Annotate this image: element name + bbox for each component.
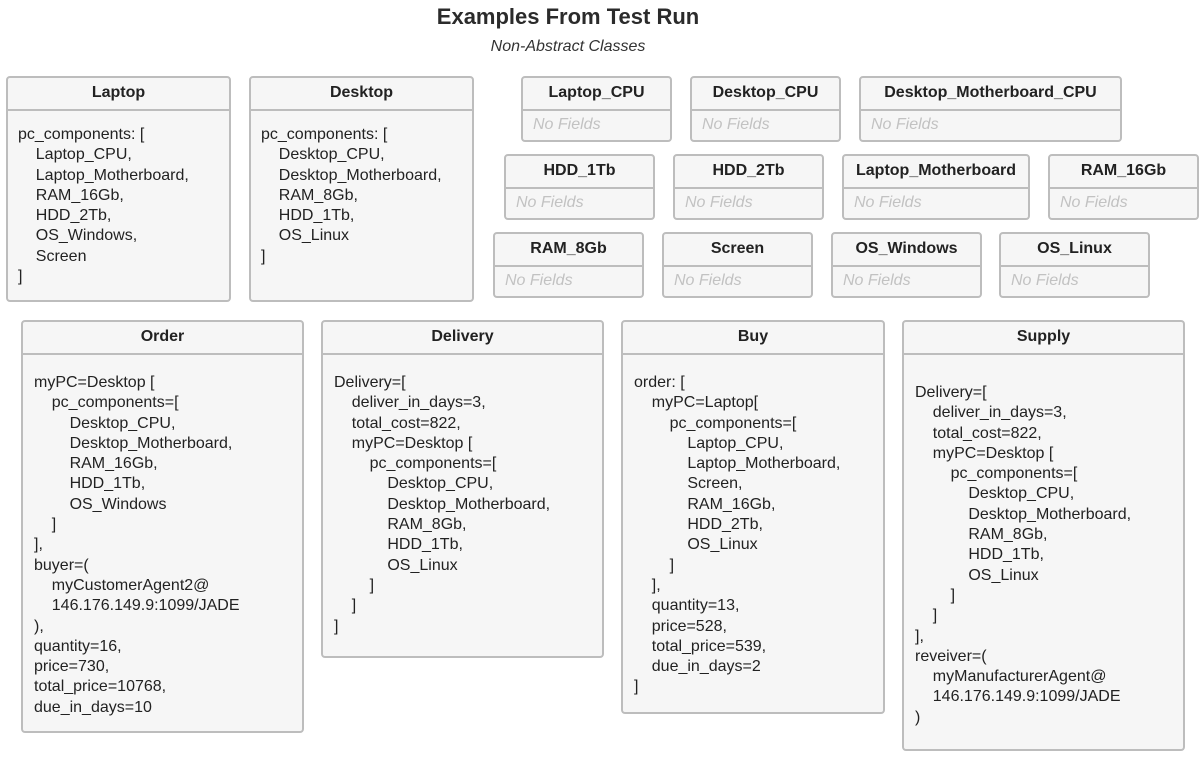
no-fields-label: No Fields [674,272,742,289]
class-name: Buy [623,322,883,355]
no-fields-label: No Fields [1011,272,1079,289]
class-box-order: Order myPC=Desktop [ pc_components=[ Des… [21,320,304,733]
class-box-hdd-1tb: HDD_1Tb No Fields [504,154,655,220]
class-name: RAM_16Gb [1050,156,1197,189]
class-box-os-linux: OS_Linux No Fields [999,232,1150,298]
class-name: Screen [664,234,811,267]
class-box-os-windows: OS_Windows No Fields [831,232,982,298]
class-box-laptop: Laptop pc_components: [ Laptop_CPU, Lapt… [6,76,231,302]
class-name: HDD_1Tb [506,156,653,189]
diagram-subtitle: Non-Abstract Classes [490,38,646,55]
class-name: Laptop [8,78,229,111]
class-box-screen: Screen No Fields [662,232,813,298]
class-box-laptop-cpu: Laptop_CPU No Fields [521,76,672,142]
class-name: Desktop [251,78,472,111]
class-fields: myPC=Desktop [ pc_components=[ Desktop_C… [34,374,240,716]
no-fields-label: No Fields [516,194,584,211]
class-box-delivery: Delivery Delivery=[ deliver_in_days=3, t… [321,320,604,658]
class-box-buy: Buy order: [ myPC=Laptop[ pc_components=… [621,320,885,714]
class-name: HDD_2Tb [675,156,822,189]
class-name: Desktop_CPU [692,78,839,111]
class-name: Laptop_Motherboard [844,156,1028,189]
class-name: OS_Windows [833,234,980,267]
class-fields: order: [ myPC=Laptop[ pc_components=[ La… [634,374,841,696]
class-box-desktop-motherboard-cpu: Desktop_Motherboard_CPU No Fields [859,76,1122,142]
class-box-ram-8gb: RAM_8Gb No Fields [493,232,644,298]
class-box-hdd-2tb: HDD_2Tb No Fields [673,154,824,220]
class-name: OS_Linux [1001,234,1148,267]
no-fields-label: No Fields [533,116,601,133]
class-box-desktop: Desktop pc_components: [ Desktop_CPU, De… [249,76,474,302]
no-fields-label: No Fields [843,272,911,289]
no-fields-label: No Fields [505,272,573,289]
class-box-desktop-cpu: Desktop_CPU No Fields [690,76,841,142]
class-box-supply: Supply Delivery=[ deliver_in_days=3, tot… [902,320,1185,751]
class-fields: Delivery=[ deliver_in_days=3, total_cost… [334,374,551,635]
class-name: RAM_8Gb [495,234,642,267]
class-fields: Delivery=[ deliver_in_days=3, total_cost… [915,384,1132,726]
no-fields-label: No Fields [685,194,753,211]
no-fields-label: No Fields [854,194,922,211]
class-name: Delivery [323,322,602,355]
class-name: Supply [904,322,1183,355]
class-fields: pc_components: [ Laptop_CPU, Laptop_Moth… [18,126,189,286]
class-name: Laptop_CPU [523,78,670,111]
no-fields-label: No Fields [1060,194,1128,211]
class-name: Order [23,322,302,355]
class-box-ram-16gb: RAM_16Gb No Fields [1048,154,1199,220]
no-fields-label: No Fields [871,116,939,133]
class-fields: pc_components: [ Desktop_CPU, Desktop_Mo… [261,126,442,265]
no-fields-label: No Fields [702,116,770,133]
class-name: Desktop_Motherboard_CPU [861,78,1120,111]
diagram-title: Examples From Test Run [436,4,700,29]
class-box-laptop-motherboard: Laptop_Motherboard No Fields [842,154,1030,220]
